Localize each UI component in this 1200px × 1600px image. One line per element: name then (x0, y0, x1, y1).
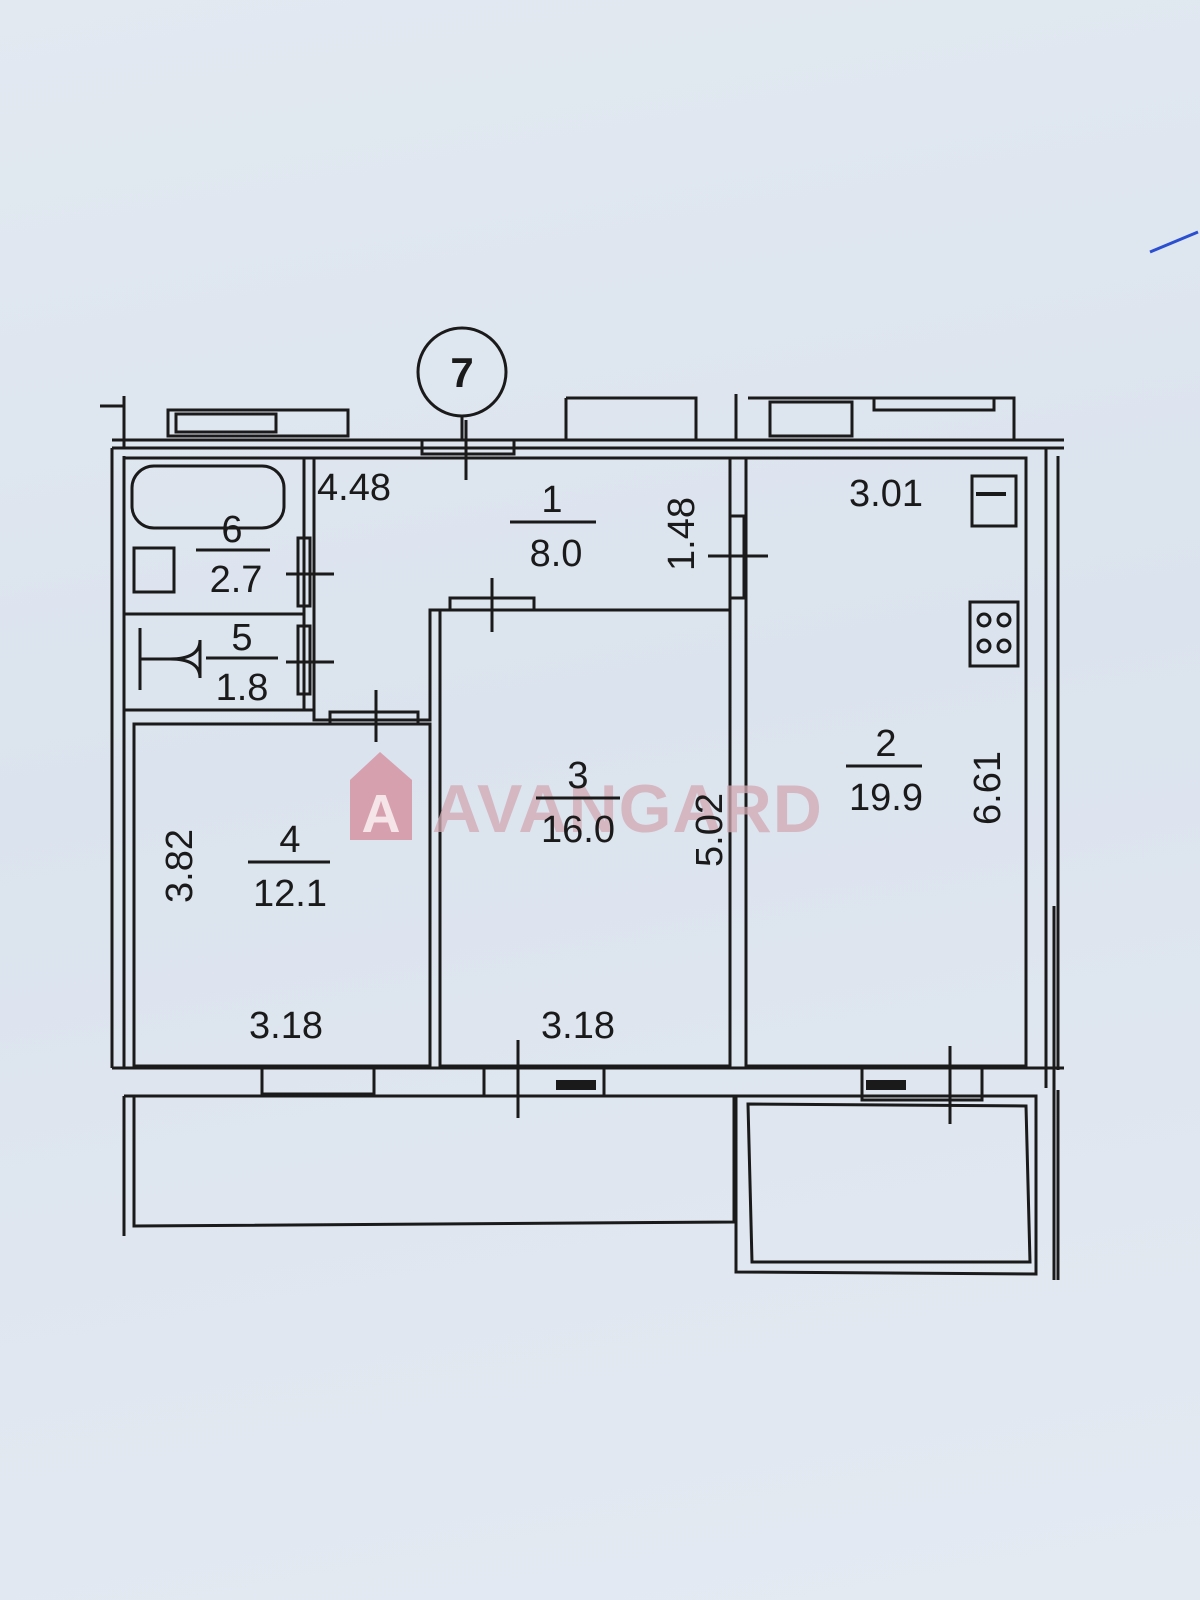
watermark-logo-icon (350, 752, 412, 840)
room-labels: 1 8.0 2 19.9 3 16.0 4 12.1 5 1.8 6 2.7 (196, 479, 923, 915)
dim-kitchen-width: 3.01 (849, 473, 923, 515)
window-kitchen-right (872, 396, 996, 412)
room-1-number: 1 (541, 479, 562, 521)
room-1-area: 8.0 (530, 533, 583, 575)
apartment-number: 7 (450, 349, 473, 396)
room2-walls (730, 456, 1028, 1068)
dim-room4-length: 3.82 (159, 829, 201, 903)
entrance-door (420, 438, 516, 456)
balcony-left (122, 1094, 736, 1236)
window-bathroom-frame (174, 412, 278, 434)
door-room4 (328, 710, 420, 726)
window-bathroom (166, 408, 350, 438)
room-3-number: 3 (567, 755, 588, 797)
room-3-area: 16.0 (541, 809, 615, 851)
watermark: A AVANGARD (350, 752, 823, 847)
watermark-logo-letter: A (362, 784, 401, 844)
room3-walls (438, 608, 732, 1068)
room-4-area: 12.1 (253, 873, 327, 915)
dim-room4-width: 3.18 (249, 1005, 323, 1047)
balcony-right (734, 1094, 1038, 1276)
dim-room3-length: 5.02 (689, 793, 731, 867)
oven (970, 474, 1018, 528)
room-6-number: 6 (221, 509, 242, 551)
room-2-number: 2 (875, 723, 896, 765)
bathroom-walls (124, 456, 314, 712)
room-4-number: 4 (279, 819, 300, 861)
right-facade-line (1052, 906, 1060, 1280)
room-5-area: 1.8 (216, 667, 269, 709)
bathtub (130, 464, 286, 530)
watermark-brand: AVANGARD (432, 771, 823, 847)
room-6-area: 2.7 (210, 559, 263, 601)
dim-hall-width: 4.48 (317, 467, 391, 509)
dim-hall-depth: 1.48 (661, 497, 703, 571)
door-bathroom (296, 536, 312, 608)
bathroom-sink (132, 546, 176, 594)
room-5-number: 5 (231, 617, 252, 659)
top-window-bay (100, 394, 1016, 448)
window-room4 (260, 1066, 376, 1096)
exterior-wall-right (1044, 448, 1060, 1088)
window-kitchen (768, 400, 854, 438)
exterior-wall (112, 438, 1064, 450)
stove (968, 600, 1020, 668)
dim-kitchen-length: 6.61 (967, 751, 1009, 825)
pen-mark (1149, 230, 1199, 254)
door-toilet (296, 624, 312, 696)
dimension-labels: 4.48 1.48 3.01 6.61 5.02 3.82 3.18 3.18 (159, 467, 1009, 1047)
toilet (138, 628, 202, 690)
room-2-area: 19.9 (849, 777, 923, 819)
dim-room3-width: 3.18 (541, 1005, 615, 1047)
balcony-door-room2 (860, 1064, 984, 1102)
